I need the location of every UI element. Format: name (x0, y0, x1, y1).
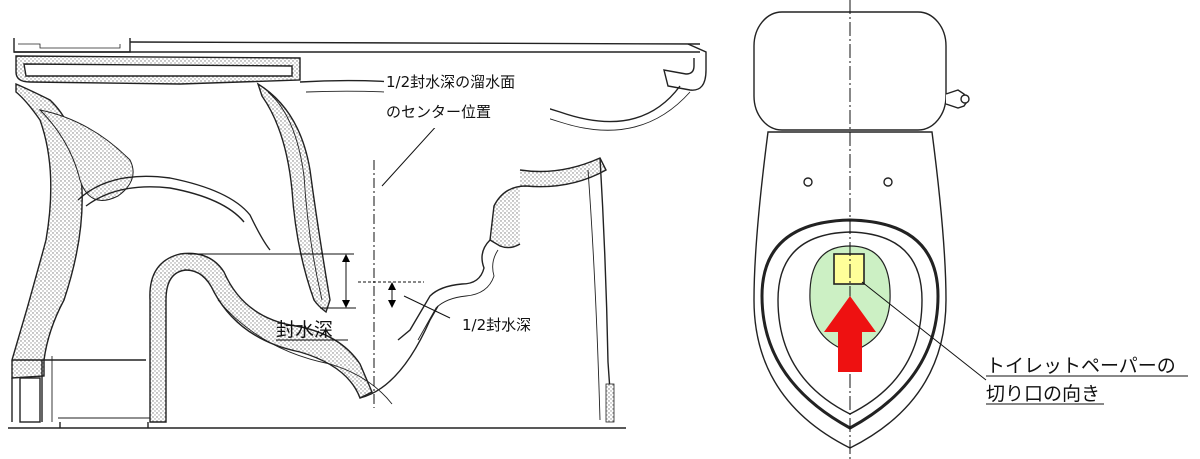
leader-line-paper (861, 281, 987, 381)
seal-depth-label: 封水深 (276, 319, 333, 341)
hinge-hole-left (803, 177, 813, 187)
toilet-side-section (8, 38, 707, 429)
toilet-top-view (753, 11, 970, 449)
leader-line-half (403, 295, 451, 319)
leader-line-center (381, 121, 441, 187)
center-position-label-line2: のセンター位置 (386, 103, 491, 121)
half-seal-depth-label: 1/2封水深 (462, 316, 531, 334)
paper-direction-label-line1: トイレットペーパーの (986, 355, 1176, 377)
toilet-paper-square (833, 253, 865, 285)
center-position-label-line1: 1/2封水深の溜水面 (386, 73, 515, 91)
hinge-hole-right (883, 177, 893, 187)
up-arrow-icon (824, 296, 876, 372)
seal-depth-dimensions (188, 121, 451, 408)
label-background (384, 70, 550, 128)
paper-direction-label-line2: 切り口の向き (986, 383, 1100, 405)
